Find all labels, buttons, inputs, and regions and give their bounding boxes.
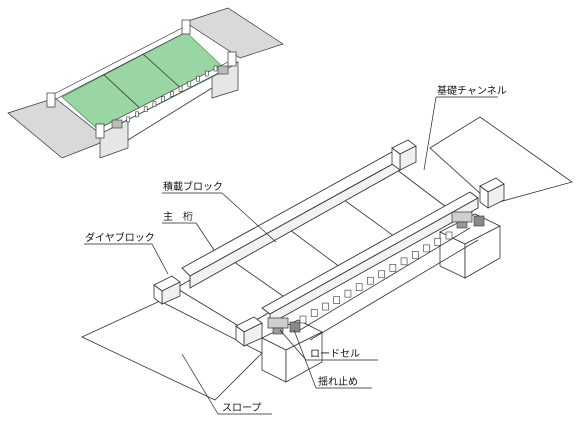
overview-load-cell-far: [217, 65, 229, 75]
overview-cross-beam-10: [196, 75, 200, 82]
cross-beam-1: [299, 315, 307, 324]
label-slope: スロープ: [222, 402, 261, 414]
cross-beam-14: [445, 231, 453, 240]
overview-cross-beam-5: [152, 101, 157, 107]
label-sway-stopper: 揺れ止め: [318, 376, 358, 388]
overview-cross-beam-9: [187, 80, 192, 87]
label-load-cell: ロードセル: [310, 348, 360, 360]
tire-block-far-left: [391, 139, 417, 171]
overview-cross-beam-8: [178, 86, 183, 92]
foundation-far-side: [464, 225, 501, 279]
overview-load-cell-near: [111, 119, 123, 129]
overview-platform-seam-2: [142, 53, 185, 92]
sway-stopper-far: [473, 215, 485, 227]
cross-beam-2: [310, 309, 318, 317]
cross-beam-5: [344, 289, 352, 298]
cross-beam-7: [367, 276, 374, 285]
overview-tire-block-2: [181, 19, 191, 35]
overview-cross-beams: [117, 65, 218, 128]
cross-beam-12: [423, 244, 430, 253]
leader-base-channel: [423, 96, 437, 171]
label-loading-block: 積載ブロック: [163, 180, 223, 193]
base-channel-top-edge: [299, 227, 471, 331]
overview-cross-beam-11: [204, 70, 209, 77]
overview-platform-seam-1: [101, 72, 144, 112]
overview-cross-beam-2: [126, 116, 131, 123]
platform-cross-beams: [299, 231, 453, 324]
load-cell-far: [451, 211, 473, 229]
base-channel-bottom-edge: [309, 239, 479, 341]
cross-beam-3: [322, 302, 329, 311]
overview-cross-beam-3: [135, 111, 139, 118]
overview-cross-beam-6: [161, 96, 165, 102]
leader-load-cell: [279, 329, 307, 361]
sway-stopper-near: [289, 321, 301, 333]
overview-cross-beam-7: [170, 91, 174, 97]
main-illustration: [81, 116, 573, 401]
cross-beam-13: [434, 238, 442, 246]
overview-cross-beam-12: [213, 65, 218, 72]
cross-beam-11: [412, 251, 419, 259]
overview-tire-block-3: [95, 123, 105, 139]
cross-beam-9: [389, 264, 397, 272]
tire-block-near-right: [235, 316, 263, 347]
overview-cross-beam-4: [143, 106, 148, 113]
platform-seam-3: [339, 196, 399, 240]
cross-beam-10: [400, 257, 408, 266]
leader-lines: [84, 96, 498, 415]
leader-main-girder: [195, 222, 215, 251]
platform-seam-2: [285, 226, 345, 271]
overview-tire-block-4: [227, 51, 237, 67]
leader-tire-block: [151, 243, 169, 275]
far-slope: [429, 116, 573, 205]
tire-block-near-left: [153, 275, 181, 305]
cross-beam-8: [378, 270, 385, 279]
overview-illustration: [7, 7, 284, 159]
load-cell-near: [267, 317, 289, 335]
label-tire-block: ダイヤブロック: [85, 231, 155, 244]
leader-slope: [181, 353, 219, 415]
cross-beam-4: [333, 296, 340, 304]
label-main-girder: 主 桁: [163, 210, 193, 223]
cross-beam-6: [355, 283, 363, 291]
tire-block-far-right: [479, 177, 505, 209]
overview-far-slope: [184, 7, 284, 59]
overview-tire-block-1: [46, 92, 56, 108]
leader-sway-stopper: [293, 329, 317, 389]
platform-seam-1: [229, 258, 291, 302]
label-base-channel: 基礎チャンネル: [437, 84, 507, 97]
leader-loading-block: [221, 192, 277, 243]
overview-base-line: [127, 87, 213, 141]
